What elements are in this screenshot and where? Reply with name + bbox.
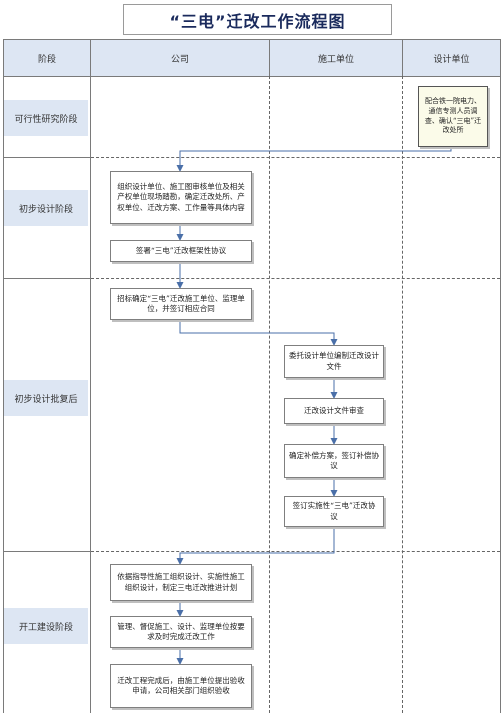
stage-preliminary-design: 初步设计阶段 bbox=[4, 190, 88, 226]
lane-header-contractor: 施工单位 bbox=[270, 40, 402, 76]
stage-separator bbox=[91, 551, 500, 552]
step-sign-implement: 签订实施性“三电”迁改协议 bbox=[284, 496, 384, 527]
step-construction-plan: 依据指导性施工组织设计、实施性施工组织设计，制定三电迁改推进计划 bbox=[110, 564, 252, 601]
stage-separator bbox=[3, 278, 91, 279]
step-compensation: 确定补偿方案，签订补偿协议 bbox=[284, 444, 384, 478]
step-tender: 招标确定“三电”迁改施工单位、监理单位，并签订相应合同 bbox=[110, 288, 252, 320]
company-lane-divider bbox=[269, 76, 270, 713]
page-title: “三电”迁改工作流程图 bbox=[123, 4, 392, 35]
contractor-lane-divider bbox=[402, 76, 403, 713]
stage-after-approval: 初步设计批复后 bbox=[4, 380, 88, 416]
stage-separator bbox=[91, 278, 500, 279]
step-acceptance: 迁改工程完成后，由施工单位提出验收申请，公司相关部门组织验收 bbox=[110, 664, 252, 708]
step-sign-framework: 签署“三电”迁改框架性协议 bbox=[110, 240, 252, 262]
step-review-design: 迁改设计文件审查 bbox=[284, 398, 384, 424]
left-border bbox=[3, 39, 4, 713]
stage-separator bbox=[3, 551, 91, 552]
step-supervise: 管理、督促施工、设计、监理单位按要求及时完成迁改工作 bbox=[110, 616, 252, 648]
header-top-border bbox=[3, 39, 501, 40]
step-feasibility-investigation: 配合铁一院电力、通信专测人员调查、确认“三电”迁改处所 bbox=[418, 86, 488, 147]
lane-header-company: 公司 bbox=[91, 40, 269, 76]
stage-separator bbox=[91, 157, 500, 158]
stage-construction: 开工建设阶段 bbox=[4, 608, 88, 644]
step-entrust-design: 委托设计单位编制迁改设计文件 bbox=[284, 345, 384, 378]
stage-separator bbox=[3, 157, 91, 158]
contractor-header-divider bbox=[402, 39, 403, 76]
company-header-divider bbox=[269, 39, 270, 76]
step-organize-survey: 组织设计单位、施工图审核单位及相关产权单位现场踏勘，确定迁改处所、产权单位、迁改… bbox=[110, 171, 252, 224]
right-border bbox=[500, 39, 501, 713]
stage-feasibility: 可行性研究阶段 bbox=[4, 100, 88, 136]
header-bottom-border bbox=[3, 76, 501, 77]
lane-header-design: 设计单位 bbox=[403, 40, 500, 76]
lane-header-stage: 阶段 bbox=[4, 40, 90, 76]
stage-divider bbox=[90, 39, 91, 713]
